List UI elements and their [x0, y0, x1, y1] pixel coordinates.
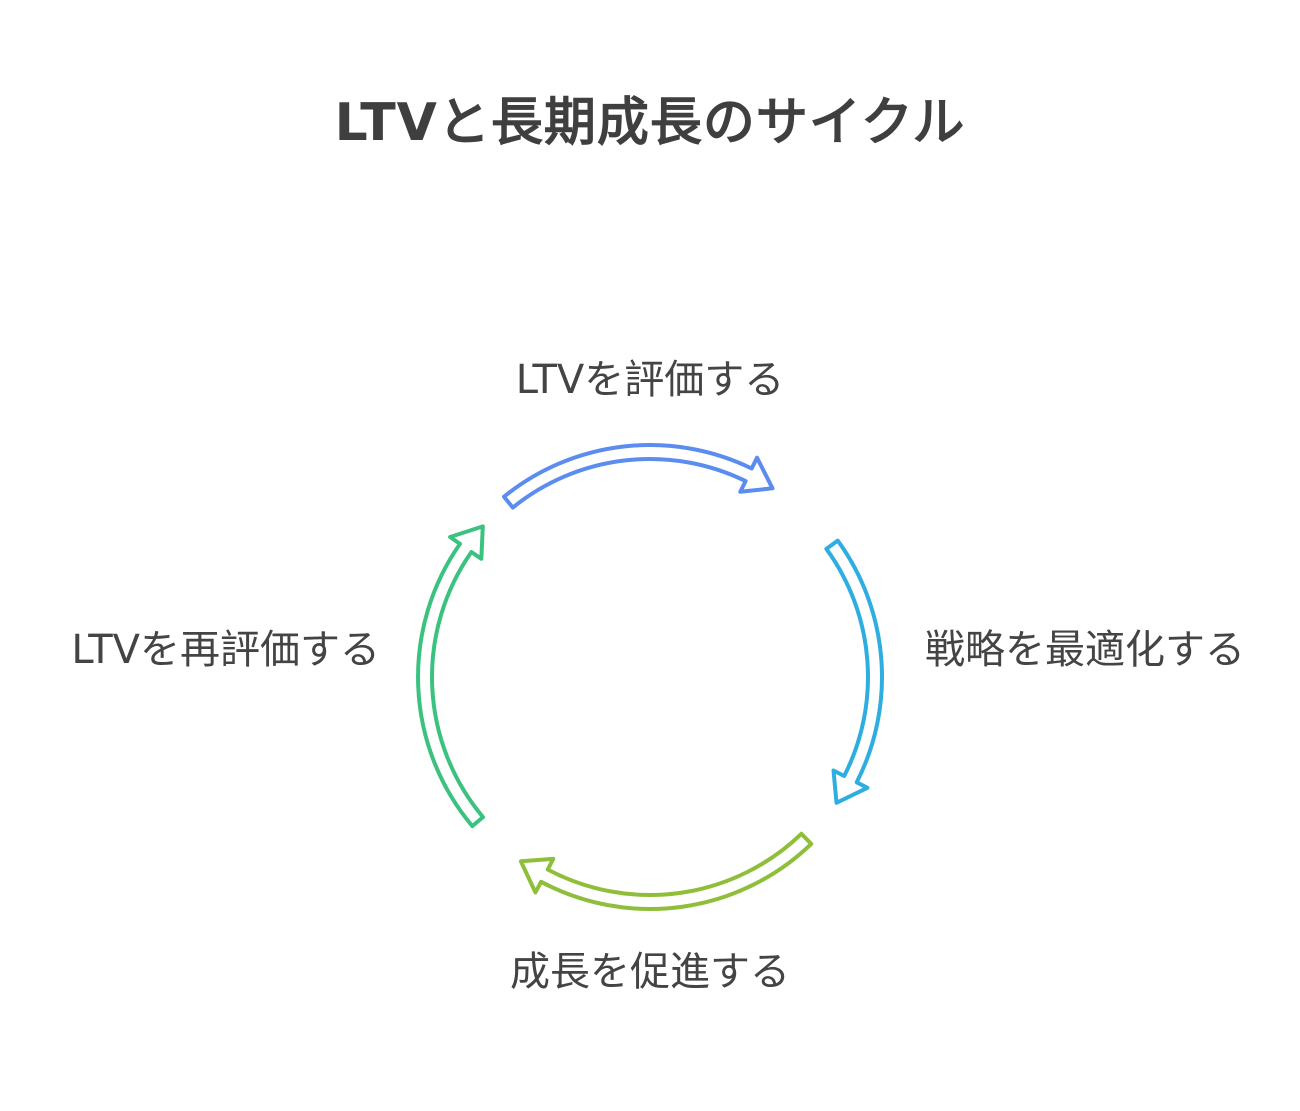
step-label-optimize-strategy: 戦略を最適化する — [925, 627, 1245, 673]
step-label-evaluate-ltv: LTVを評価する — [515, 357, 785, 403]
diagram-title: LTVと長期成長のサイクル — [334, 93, 966, 153]
step-label-reevaluate-ltv: LTVを再評価する — [71, 627, 380, 673]
arrow-reevaluate-ltv — [416, 524, 485, 829]
arrow-optimize-strategy — [824, 538, 884, 805]
arrow-promote-growth — [518, 831, 814, 911]
step-label-promote-growth: 成長を促進する — [510, 949, 790, 995]
arrow-evaluate-ltv — [502, 443, 775, 510]
